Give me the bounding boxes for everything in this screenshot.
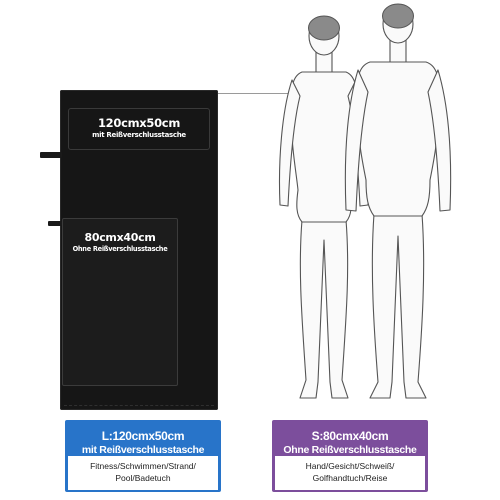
female-cap: [308, 15, 340, 41]
male-figure: [344, 4, 452, 399]
large-info-subtitle: mit Reißverschlusstasche: [81, 444, 205, 456]
small-towel-size-label: 80cmx40cm: [84, 231, 156, 244]
large-info-uses: Fitness/Schwimmen/Strand/ Pool/Badetuch: [68, 456, 218, 490]
towel-edge-stitch: [64, 405, 214, 406]
large-towel-size-label: 120cmx50cm: [97, 116, 181, 130]
small-info-subtitle: Ohne Reißverschlusstasche: [283, 444, 417, 456]
small-info-title: S:80cmx40cm: [311, 429, 389, 443]
hanging-loop-icon: [40, 152, 62, 158]
large-info-uses-line1: Fitness/Schwimmen/Strand/: [90, 461, 196, 471]
zipper-pocket-outline: [68, 108, 210, 150]
small-towel-image: 80cmx40cm Ohne Reißverschlusstasche: [62, 218, 178, 386]
large-towel-sub-label: mit Reißverschlusstasche: [92, 131, 186, 139]
female-figure: [278, 16, 370, 399]
hanging-loop-icon: [48, 221, 62, 226]
small-size-info-box: S:80cmx40cm Ohne Reißverschlusstasche Ha…: [272, 420, 428, 492]
small-info-uses-line2: Golfhandtuch/Reise: [312, 473, 388, 483]
large-info-title: L:120cmx50cm: [101, 429, 185, 443]
large-size-info-box: L:120cmx50cm mit Reißverschlusstasche Fi…: [65, 420, 221, 492]
small-info-uses-line1: Hand/Gesicht/Schweiß/: [305, 461, 395, 471]
small-towel-sub-label: Ohne Reißverschlusstasche: [72, 245, 168, 253]
size-comparison-figures: [278, 3, 452, 399]
large-info-uses-line2: Pool/Badetuch: [115, 473, 171, 483]
male-cap: [382, 3, 414, 29]
height-measure-line: [218, 93, 296, 94]
small-info-uses: Hand/Gesicht/Schweiß/ Golfhandtuch/Reise: [275, 456, 425, 490]
